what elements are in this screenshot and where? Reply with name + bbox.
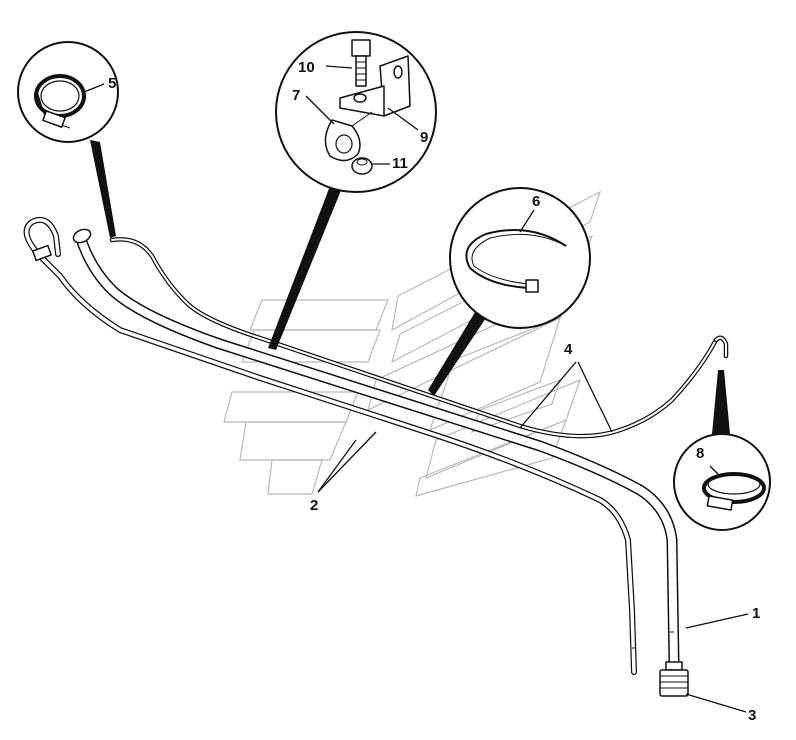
- callout-7: 7: [292, 87, 300, 104]
- detail-hose-clamp-8: 8: [673, 370, 771, 531]
- main-pipe: [72, 228, 680, 670]
- callout-6: 6: [532, 193, 540, 210]
- pipe-fitting: [659, 661, 689, 697]
- callout-1: 1: [752, 605, 760, 622]
- detail-hose-clamp-5: 5: [17, 41, 119, 238]
- breather-line: [109, 237, 729, 439]
- callout-group-main: 4 2 1 3: [310, 341, 760, 724]
- callout-3: 3: [748, 707, 756, 724]
- callout-5: 5: [108, 75, 116, 92]
- callout-11: 11: [392, 155, 408, 172]
- detail-bracket-assembly: 10 7 9 11: [268, 31, 437, 350]
- callout-9: 9: [420, 129, 428, 146]
- detail-cable-tie-6: 6: [428, 187, 591, 396]
- callout-4: 4: [564, 341, 573, 358]
- callout-2: 2: [310, 497, 318, 514]
- callout-8: 8: [696, 445, 704, 462]
- callout-10: 10: [298, 59, 315, 76]
- vent-tube: [23, 216, 637, 675]
